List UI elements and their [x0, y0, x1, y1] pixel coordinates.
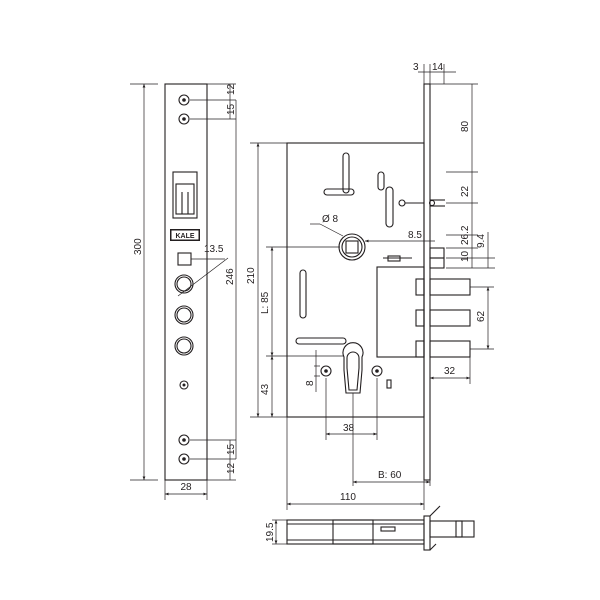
dim-top-hole-b: 15 [226, 103, 237, 115]
dim-faceplate-thickness: 3 [413, 62, 419, 73]
dim-upper-gap: 80 [460, 120, 471, 132]
dim-screw-hole: 8 [305, 380, 316, 386]
lock-body-view: 3 14 80 22 26.2 10 9.4 62 32 8.5 Ø [246, 62, 495, 510]
dim-bolt-height-b: 9.4 [476, 234, 487, 248]
top-screw-holes [178, 94, 190, 125]
dim-bottom-hole-b: 12 [226, 462, 237, 474]
cylinder-hole [342, 342, 364, 394]
bolt-housing [376, 266, 425, 358]
dim-roller-offset: 13.5 [204, 244, 224, 255]
dim-case-thickness: 19.5 [265, 522, 276, 542]
bottom-screw-holes [178, 434, 190, 465]
dim-screw-spacing: 38 [343, 423, 355, 434]
bolt-holes [174, 274, 194, 356]
dim-case-height: 210 [246, 267, 257, 284]
dim-spindle-to-cylinder: L: 85 [260, 291, 271, 314]
dim-bolt-throw: 32 [444, 366, 456, 377]
faceplate [164, 83, 208, 481]
faceplate-view: KALE 300 28 12 15 [130, 83, 237, 500]
bolt-2 [429, 309, 471, 327]
dim-faceplate-width: 28 [180, 482, 192, 493]
dim-spindle-diameter: Ø 8 [322, 214, 339, 225]
dim-bottom-hole-a: 15 [226, 443, 237, 455]
dim-hole-spacing: 246 [225, 268, 236, 285]
bolt-3 [429, 340, 471, 358]
dim-bolt-projection: 14 [432, 62, 444, 73]
dim-latch-offset: 22 [460, 185, 471, 197]
lock-case [286, 142, 425, 418]
lock-top-view: 19.5 [265, 505, 475, 551]
roller-latch [177, 252, 192, 266]
dim-overall-height: 300 [133, 238, 144, 255]
dim-top-hole-a: 12 [226, 83, 237, 95]
dim-spindle-offset: 8.5 [408, 230, 422, 241]
dim-case-width: 110 [340, 492, 356, 503]
bolt-1 [429, 278, 471, 296]
side-faceplate [423, 83, 431, 481]
latch-opening [172, 171, 198, 219]
brand-logo-text: KALE [175, 233, 194, 240]
dim-backset: B: 60 [378, 470, 402, 481]
middle-screw [179, 380, 189, 390]
spindle [338, 233, 366, 261]
brand-logo: KALE [170, 229, 200, 241]
dim-bolt-spacing: 62 [476, 310, 487, 322]
dim-latch-height: 26.2 [460, 225, 471, 245]
dim-cylinder-to-bottom: 43 [260, 383, 271, 395]
dim-bolt-height-a: 10 [460, 250, 471, 262]
